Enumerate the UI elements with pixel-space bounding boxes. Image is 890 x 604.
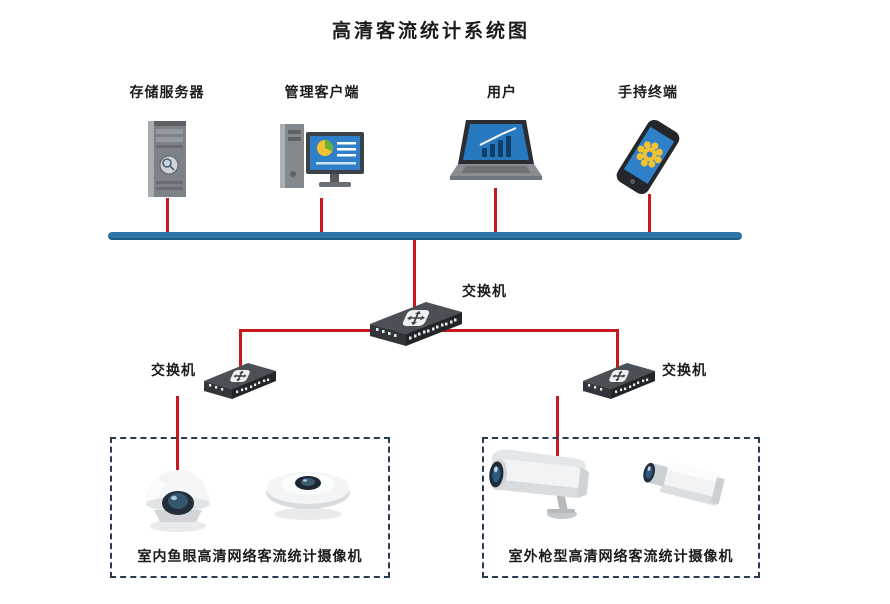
network-bus-line <box>108 232 742 240</box>
connector-left-switch-drop <box>239 329 242 369</box>
label-management-client: 管理客户端 <box>284 86 360 101</box>
connector-management-client-to-bus <box>320 198 323 236</box>
connector-right-switch-to-cameras <box>556 396 559 458</box>
label-storage-server: 存储服务器 <box>129 86 205 101</box>
management-client-icon <box>276 120 368 202</box>
storage-server-icon <box>140 118 195 203</box>
left-switch-icon <box>202 360 278 404</box>
dome-fisheye-camera-icon <box>138 446 218 534</box>
user-laptop-icon <box>448 118 544 192</box>
connector-user-to-bus <box>494 188 497 236</box>
connector-left-switch-to-cameras <box>176 396 179 470</box>
label-left-switch: 交换机 <box>151 364 196 379</box>
right-switch-icon <box>581 360 657 404</box>
connector-storage-server-to-bus <box>166 198 169 236</box>
indoor-camera-group-caption: 室内鱼眼高清网络客流统计摄像机 <box>137 550 363 565</box>
connector-core-to-right-horizontal <box>415 329 618 332</box>
label-right-switch: 交换机 <box>662 364 707 379</box>
label-core-switch: 交换机 <box>462 285 507 300</box>
ceiling-fisheye-camera-icon <box>262 452 354 524</box>
connector-handheld-to-bus <box>648 194 651 236</box>
handheld-terminal-icon <box>610 116 686 198</box>
label-handheld-terminal: 手持终端 <box>618 86 678 101</box>
connector-bus-to-core-switch <box>413 240 416 318</box>
box-camera-icon <box>638 450 733 522</box>
label-user: 用户 <box>487 86 517 101</box>
indoor-camera-group-box <box>110 437 390 578</box>
diagram-title: 高清客流统计系统图 <box>331 21 531 42</box>
connector-core-to-left-horizontal <box>239 329 415 332</box>
outdoor-camera-group-box <box>482 437 760 578</box>
bullet-camera-icon <box>484 444 596 522</box>
connector-right-switch-drop <box>616 329 619 369</box>
outdoor-camera-group-caption: 室外枪型高清网络客流统计摄像机 <box>508 550 734 565</box>
core-switch-icon <box>368 298 464 352</box>
